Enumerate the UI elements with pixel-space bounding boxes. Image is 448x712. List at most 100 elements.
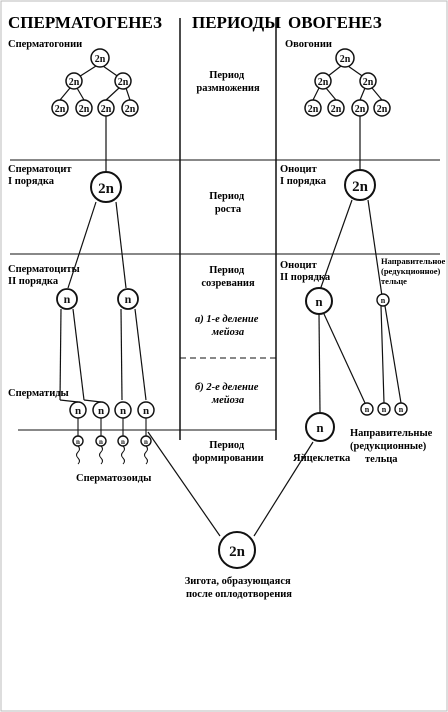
polar-body-2: n bbox=[377, 402, 391, 416]
period-meiosis2-l2: мейоза bbox=[211, 395, 244, 406]
svg-text:n: n bbox=[144, 438, 148, 446]
label-polar-small: Направительное (редукционное) тельце bbox=[381, 256, 447, 286]
spermatogonium-l3-2: 2n bbox=[75, 99, 93, 117]
svg-text:2n: 2n bbox=[118, 77, 129, 88]
svg-text:2n: 2n bbox=[377, 104, 388, 115]
label-polar-small-l2: (редукционное) bbox=[381, 266, 441, 276]
label-spermatocyte1-l1: Сперматоцит bbox=[8, 164, 72, 175]
zygote-cell: 2n bbox=[218, 531, 256, 569]
svg-text:2n: 2n bbox=[79, 104, 90, 115]
spermatozoon-1: n bbox=[72, 435, 84, 465]
label-spermatogonia: Сперматогонии bbox=[8, 39, 82, 50]
label-egg: Яйцеклетка bbox=[293, 453, 351, 464]
label-oocyte2-l1: Оноцит bbox=[280, 260, 318, 271]
label-oocyte2: Оноцит II порядка bbox=[280, 260, 331, 283]
label-polar-bodies-l3: тельца bbox=[365, 454, 398, 465]
spermatogonium-l2-left: 2n bbox=[65, 72, 83, 90]
svg-text:n: n bbox=[76, 438, 80, 446]
period-growth-l1: Период bbox=[209, 191, 245, 202]
period-meiosis1-l2: мейоза bbox=[211, 327, 244, 338]
label-oocyte1: Оноцит I порядка bbox=[280, 164, 327, 187]
spermatozoon-4: n bbox=[140, 435, 152, 465]
svg-text:2n: 2n bbox=[352, 179, 369, 195]
spermatocyte-2-right: n bbox=[117, 288, 139, 310]
polar-body-1: n bbox=[360, 402, 374, 416]
spermatogonium-l2-right: 2n bbox=[114, 72, 132, 90]
oogonium-l3-4: 2n bbox=[373, 99, 391, 117]
spermatid-4: n bbox=[137, 401, 155, 419]
period-reproduction-l1: Период bbox=[209, 70, 245, 81]
period-formation: Период формировании bbox=[192, 440, 263, 464]
oogonia-tree-lines bbox=[253, 65, 402, 537]
svg-text:2n: 2n bbox=[340, 54, 351, 65]
spermatogonium-l3-1: 2n bbox=[51, 99, 69, 117]
spermatid-to-spermatozoon-lines bbox=[77, 418, 147, 436]
period-growth-l2: роста bbox=[215, 204, 242, 215]
period-growth: Период роста bbox=[209, 191, 247, 215]
spermatocyte-1-cell: 2n bbox=[90, 171, 122, 203]
svg-text:n: n bbox=[120, 405, 126, 417]
oocyte-2-cell: n bbox=[305, 287, 333, 315]
zygote-caption-l1: Зигота, образующаяся bbox=[185, 576, 291, 587]
label-spermatocytes2-l1: Сперматоциты bbox=[8, 264, 80, 275]
period-meiosis2-l1: б) 2-е деление bbox=[195, 382, 259, 393]
svg-text:n: n bbox=[399, 405, 404, 414]
svg-text:2n: 2n bbox=[95, 54, 106, 65]
period-reproduction-l2: размножения bbox=[196, 83, 260, 94]
egg-cell: n bbox=[305, 412, 335, 442]
period-reproduction: Период размножения bbox=[196, 70, 260, 94]
svg-text:2n: 2n bbox=[331, 104, 342, 115]
label-oocyte1-l2: I порядка bbox=[280, 176, 327, 187]
svg-text:2n: 2n bbox=[363, 77, 374, 88]
oogonium-l2-left: 2n bbox=[314, 72, 332, 90]
period-maturation-l1: Период bbox=[209, 265, 245, 276]
label-polar-bodies: Направительные (редукционные) тельца bbox=[350, 428, 435, 465]
zygote-caption-l2: после оплодотворения bbox=[186, 589, 292, 600]
period-meiosis1: а) 1-е деление мейоза bbox=[195, 314, 261, 338]
label-oocyte1-l1: Оноцит bbox=[280, 164, 318, 175]
polar-body-first: n bbox=[376, 293, 390, 307]
svg-text:n: n bbox=[98, 405, 104, 417]
spermatogonium-top: 2n bbox=[90, 48, 110, 68]
oogonium-l3-2: 2n bbox=[327, 99, 345, 117]
svg-text:2n: 2n bbox=[229, 544, 246, 560]
spermatid-3: n bbox=[114, 401, 132, 419]
svg-text:n: n bbox=[64, 292, 71, 306]
period-maturation: Период созревания bbox=[201, 265, 255, 289]
label-oocyte2-l2: II порядка bbox=[280, 272, 331, 283]
spermatid-connectors bbox=[59, 399, 102, 403]
svg-text:2n: 2n bbox=[98, 181, 115, 197]
spermatid-1: n bbox=[69, 401, 87, 419]
oocyte-1-cell: 2n bbox=[344, 169, 376, 201]
svg-text:n: n bbox=[365, 405, 370, 414]
svg-text:2n: 2n bbox=[101, 104, 112, 115]
label-spermatocytes2-l2: II порядка bbox=[8, 276, 59, 287]
svg-text:2n: 2n bbox=[55, 104, 66, 115]
header-oogenesis: ОВОГЕНЕЗ bbox=[288, 13, 382, 32]
label-polar-bodies-l2: (редукционные) bbox=[350, 441, 427, 452]
oogonium-l3-3: 2n bbox=[351, 99, 369, 117]
oogonium-l3-1: 2n bbox=[304, 99, 322, 117]
svg-text:n: n bbox=[125, 292, 132, 306]
label-polar-small-l1: Направительное bbox=[381, 256, 445, 266]
label-spermatocytes2: Сперматоциты II порядка bbox=[8, 264, 82, 287]
period-formation-l2: формировании bbox=[192, 453, 263, 464]
svg-text:2n: 2n bbox=[355, 104, 366, 115]
svg-text:n: n bbox=[316, 420, 324, 435]
svg-text:n: n bbox=[315, 294, 323, 309]
svg-text:n: n bbox=[75, 405, 81, 417]
header-spermatogenesis: СПЕРМАТОГЕНЕЗ bbox=[8, 13, 162, 32]
spermatogonium-l3-3: 2n bbox=[97, 99, 115, 117]
zygote-caption: Зигота, образующаяся после оплодотворени… bbox=[185, 576, 294, 600]
svg-text:2n: 2n bbox=[318, 77, 329, 88]
oogonium-l2-right: 2n bbox=[359, 72, 377, 90]
label-spermatocyte1-l2: I порядка bbox=[8, 176, 55, 187]
svg-text:n: n bbox=[143, 405, 149, 417]
svg-text:n: n bbox=[99, 438, 103, 446]
spermatogonia-tree-lines bbox=[59, 65, 221, 537]
period-meiosis1-l1: а) 1-е деление bbox=[195, 314, 259, 325]
label-spermatozoa: Сперматозоиды bbox=[76, 473, 151, 484]
svg-text:2n: 2n bbox=[308, 104, 319, 115]
period-maturation-l2: созревания bbox=[201, 278, 255, 289]
